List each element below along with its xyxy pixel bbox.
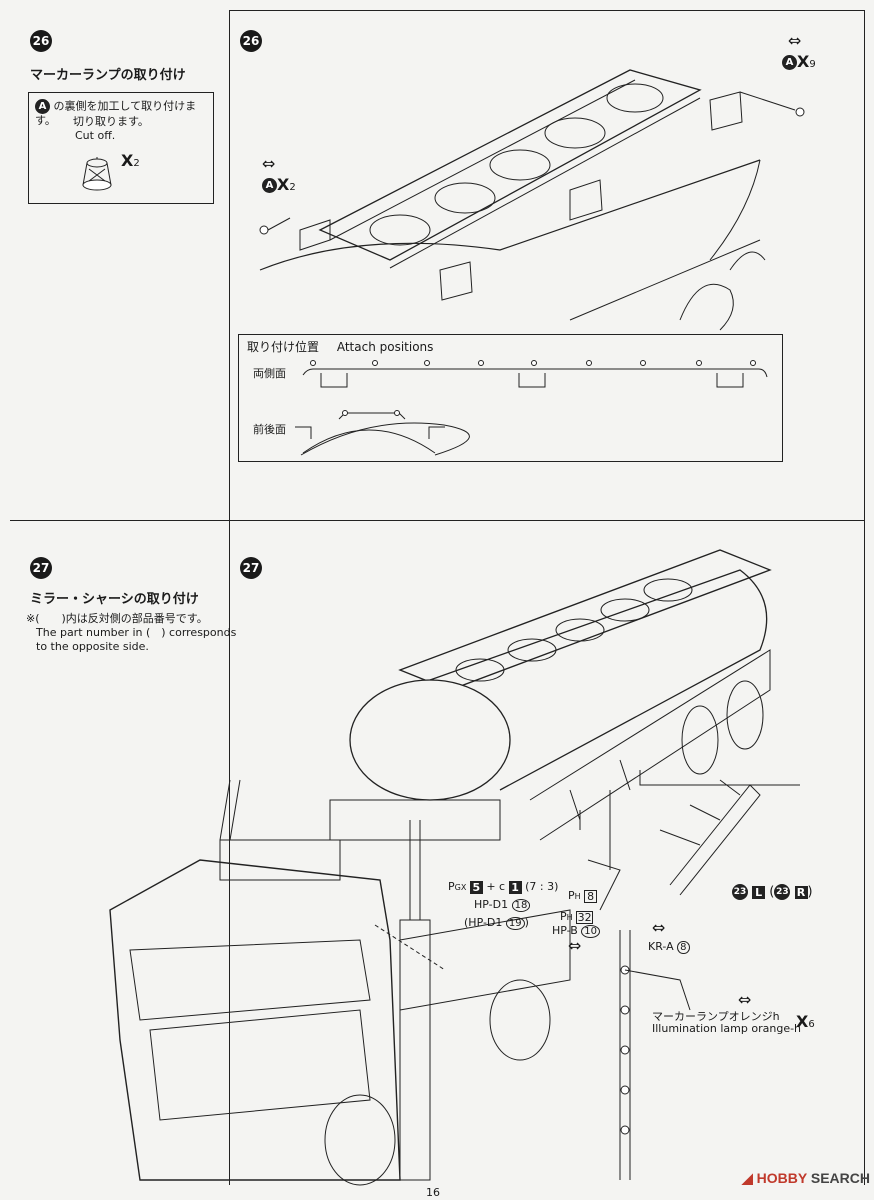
double-arrow-kr-a: ⇔ bbox=[652, 918, 666, 937]
tank-top-drawing bbox=[240, 30, 860, 330]
double-arrow-right: ⇔ bbox=[788, 31, 802, 50]
page-number: 16 bbox=[426, 1186, 440, 1199]
marker-lamp-drawing bbox=[69, 149, 129, 209]
part-23-badge-left: 23 bbox=[732, 884, 748, 900]
c-number: 1 bbox=[508, 880, 522, 894]
ph8-sub: H bbox=[574, 892, 581, 901]
truck-assembly-drawing bbox=[100, 540, 860, 1160]
part-a-badge-left: A bbox=[262, 178, 277, 193]
label-lamp-jp: マーカーランプオレンジh bbox=[652, 1010, 780, 1023]
hp-d1-number: 18 bbox=[511, 899, 531, 912]
pgx-number: 5 bbox=[469, 880, 483, 894]
ph32-sub: H bbox=[566, 913, 573, 922]
part-a-badge-right: A bbox=[782, 55, 797, 70]
pgx-sub: GX bbox=[454, 883, 467, 892]
hp-b-number: 10 bbox=[581, 925, 601, 938]
attach-diagram bbox=[239, 335, 784, 463]
label-hp-d1: HP-D1 18 bbox=[474, 898, 531, 912]
cutoff-qty: X2 bbox=[121, 151, 140, 170]
part-a-qty-left-number: 2 bbox=[289, 182, 296, 193]
mid-rule bbox=[10, 520, 865, 521]
cutoff-note-en: Cut off. bbox=[75, 129, 116, 142]
hp-b-text: HP-B bbox=[552, 924, 578, 937]
hp-d1-alt-text: (HP-D1 bbox=[464, 916, 503, 929]
step-26-badge-right: 26 bbox=[240, 30, 262, 52]
part-a-badge: A bbox=[35, 99, 50, 114]
step-26-title: マーカーランプの取り付け bbox=[30, 68, 186, 83]
double-arrow-left: ⇔ bbox=[262, 154, 276, 173]
lamp-qty: X6 bbox=[796, 1012, 815, 1031]
label-ph32: PH 32 bbox=[560, 910, 594, 924]
label-hp-b: HP-B 10 bbox=[552, 924, 601, 938]
pgx-letter: P bbox=[448, 880, 455, 893]
left-mark: L bbox=[752, 885, 766, 899]
double-arrow-hp-b: ⇔ bbox=[568, 936, 582, 955]
c-letter: c bbox=[499, 880, 506, 893]
step-27-badge: 27 bbox=[30, 557, 52, 579]
step-27-note-jp: ※( )内は反対側の部品番号です。 bbox=[26, 612, 208, 625]
ph32-number: 32 bbox=[576, 910, 594, 924]
attach-title-en: Attach positions bbox=[336, 340, 434, 354]
right-rule bbox=[864, 10, 865, 1185]
watermark-suffix: SEARCH bbox=[810, 1170, 870, 1186]
label-hp-d1-alt: (HP-D1 19) bbox=[464, 916, 529, 930]
cutoff-note-jp: A の裏側を加工して取り付けます。 bbox=[35, 99, 213, 128]
label-ph8: PH 8 bbox=[568, 889, 598, 903]
ph8-letter: P bbox=[568, 889, 575, 902]
hp-d1-text: HP-D1 bbox=[474, 898, 509, 911]
label-kr-a: KR-A 8 bbox=[648, 940, 690, 954]
label-sides: 両側面 bbox=[253, 367, 286, 380]
step-27-note-en-2: to the opposite side. bbox=[36, 640, 149, 653]
watermark-logo-icon: ◢ bbox=[742, 1170, 753, 1186]
cutoff-note-line1: の裏側を加工して取り付けます。 bbox=[35, 99, 197, 128]
attach-title: 取り付け位置 Attach positions bbox=[247, 338, 433, 355]
step-26-badge: 26 bbox=[30, 30, 52, 52]
part-23-badge-right: 23 bbox=[774, 884, 791, 900]
ph32-letter: P bbox=[560, 910, 567, 923]
cutoff-note-line2: 切り取ります。 bbox=[73, 115, 149, 128]
watermark: ◢ HOBBY SEARCH bbox=[742, 1170, 870, 1187]
top-rule bbox=[229, 10, 865, 11]
kr-a-text: KR-A bbox=[648, 940, 674, 953]
column-divider bbox=[229, 10, 230, 1185]
step-27-badge-right: 27 bbox=[240, 557, 262, 579]
attach-title-jp: 取り付け位置 bbox=[247, 340, 320, 354]
step-27-title: ミラー・シャーシの取り付け bbox=[30, 592, 199, 607]
cutoff-qty-number: 2 bbox=[133, 158, 140, 169]
part-a-qty-right-number: 9 bbox=[809, 59, 816, 70]
plus-sign: + bbox=[486, 880, 496, 893]
kr-a-number: 8 bbox=[677, 941, 690, 954]
right-mark: R bbox=[794, 885, 808, 899]
label-front-back: 前後面 bbox=[253, 423, 286, 436]
attach-positions-box: 取り付け位置 Attach positions 両側面 前後面 bbox=[238, 334, 783, 462]
label-pgx: PGX 5 + c 1 (7 : 3) bbox=[448, 880, 558, 894]
label-lamp-en: Illumination lamp orange-h bbox=[652, 1022, 802, 1035]
mix-ratio: (7 : 3) bbox=[525, 880, 559, 893]
cutoff-note-box: A の裏側を加工して取り付けます。 切り取ります。 Cut off. X2 bbox=[28, 92, 214, 204]
double-arrow-lamp: ⇔ bbox=[738, 990, 752, 1009]
watermark-brand: HOBBY bbox=[756, 1170, 807, 1186]
lamp-qty-number: 6 bbox=[808, 1019, 815, 1030]
label-part-23: 23 L (23 R) bbox=[732, 884, 813, 900]
ph8-number: 8 bbox=[584, 889, 598, 903]
hp-d1-alt-number: 19 bbox=[505, 917, 525, 930]
step-27-note-en-1: The part number in ( ) corresponds bbox=[36, 626, 237, 639]
